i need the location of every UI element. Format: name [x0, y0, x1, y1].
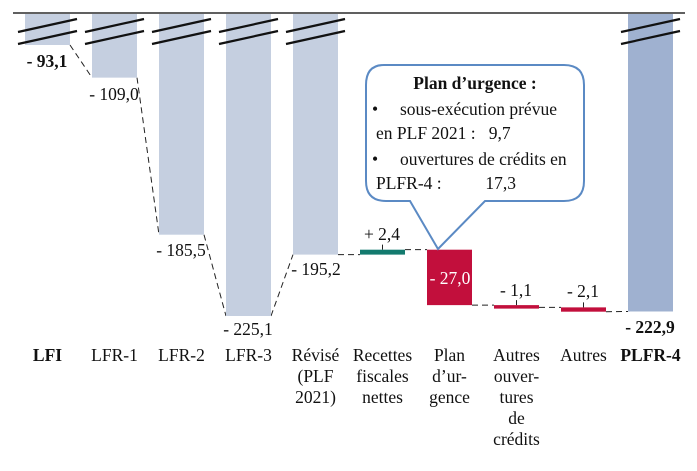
data-label: - 195,2 [291, 259, 341, 279]
data-label: - 225,1 [223, 319, 273, 339]
axis-break-mark [620, 29, 681, 46]
bullet-icon: • [372, 99, 379, 119]
callout-item: • sous-exécution prévue [366, 96, 584, 122]
category-label-line: PLFR-4 [620, 345, 681, 365]
bar [226, 14, 271, 316]
axis-break-mark [285, 17, 346, 34]
callout-item-line: PLFR-4 : 17,3 [376, 173, 517, 193]
category-label-line: tures [499, 387, 534, 407]
category-label-line: Autres [493, 345, 540, 365]
data-label: - 93,1 [27, 51, 68, 71]
data-label: + 2,4 [364, 224, 400, 244]
data-label: - 1,1 [500, 280, 532, 300]
axis-break-mark [84, 17, 145, 34]
axis-break-mark [218, 17, 279, 34]
category-label-line: d’ur- [432, 366, 467, 386]
category-label: LFR-2 [147, 345, 217, 366]
connector-line [270, 254, 294, 317]
data-label: - 109,0 [89, 84, 139, 104]
category-label-line: Plan [433, 345, 466, 365]
category-label: LFR-1 [80, 345, 150, 366]
category-label-line: LFI [32, 345, 63, 365]
bar [427, 249, 472, 306]
category-label-line: gence [429, 387, 470, 407]
category-label-line: de [508, 408, 525, 428]
category-label-line: Révisé [291, 345, 340, 365]
category-label-line: crédits [493, 429, 540, 449]
axis-break-mark [151, 29, 212, 46]
callout-item-cont: en PLF 2021 : 9,7 [366, 120, 584, 146]
axis-break-mark [151, 17, 212, 34]
connector-line [136, 77, 160, 235]
category-label: LFR-3 [214, 345, 284, 366]
callout-text: Plan d’urgence : • sous-exécution prévue… [366, 65, 584, 201]
data-labels: - 93,1 - 109,0 - 185,5 - 225,1 - 195,2 + 2,4 -… [27, 51, 675, 339]
bar [561, 307, 606, 312]
category-label-line: nettes [362, 387, 403, 407]
axis-break-mark [17, 29, 78, 46]
callout-item-line: ouvertures de crédits en [400, 149, 567, 169]
axis-breaks [17, 17, 681, 46]
bars [25, 14, 673, 316]
callout-item-line: en PLF 2021 : 9,7 [376, 123, 511, 143]
connector-lines [69, 44, 629, 317]
category-label-line: Recettes [352, 345, 413, 365]
data-label: - 185,5 [156, 240, 206, 260]
callout-item-line: sous-exécution prévue [400, 99, 557, 119]
callout-bubble [365, 64, 585, 251]
category-label-line: ouver- [493, 366, 540, 386]
axis-break-mark [17, 17, 78, 34]
axis-break-mark [285, 29, 346, 46]
axis-break-mark [218, 29, 279, 46]
category-label-line: LFR-1 [91, 345, 138, 365]
category-label: PLFR-4 [616, 345, 686, 366]
axis-break-mark [84, 29, 145, 46]
bar [628, 14, 673, 312]
data-label: - 2,1 [567, 281, 599, 301]
callout-title: Plan d’urgence : [413, 73, 537, 93]
bar [360, 249, 405, 255]
bar [293, 14, 338, 255]
bullet-icon: • [372, 149, 379, 169]
category-label-line: LFR-3 [225, 345, 272, 365]
data-label: - 27,0 [430, 268, 471, 288]
category-label-line: fiscales [356, 366, 409, 386]
category-label-line: Autres [560, 345, 607, 365]
category-label-line: LFR-2 [158, 345, 205, 365]
callout-item-cont: PLFR-4 : 17,3 [366, 170, 584, 196]
connector-line [203, 234, 227, 317]
category-label-line: (PLF [297, 366, 334, 386]
category-label: Autres [549, 345, 619, 366]
category-label: LFI [13, 345, 83, 366]
category-label-line: 2021) [295, 387, 336, 407]
connector-line [69, 44, 93, 78]
callout-outline [365, 64, 585, 251]
data-label: - 222,9 [625, 317, 675, 337]
bar [92, 14, 137, 78]
bar [159, 14, 204, 235]
callout-item: • ouvertures de crédits en [366, 146, 584, 172]
bar [494, 305, 539, 309]
axis-break-mark [620, 17, 681, 34]
